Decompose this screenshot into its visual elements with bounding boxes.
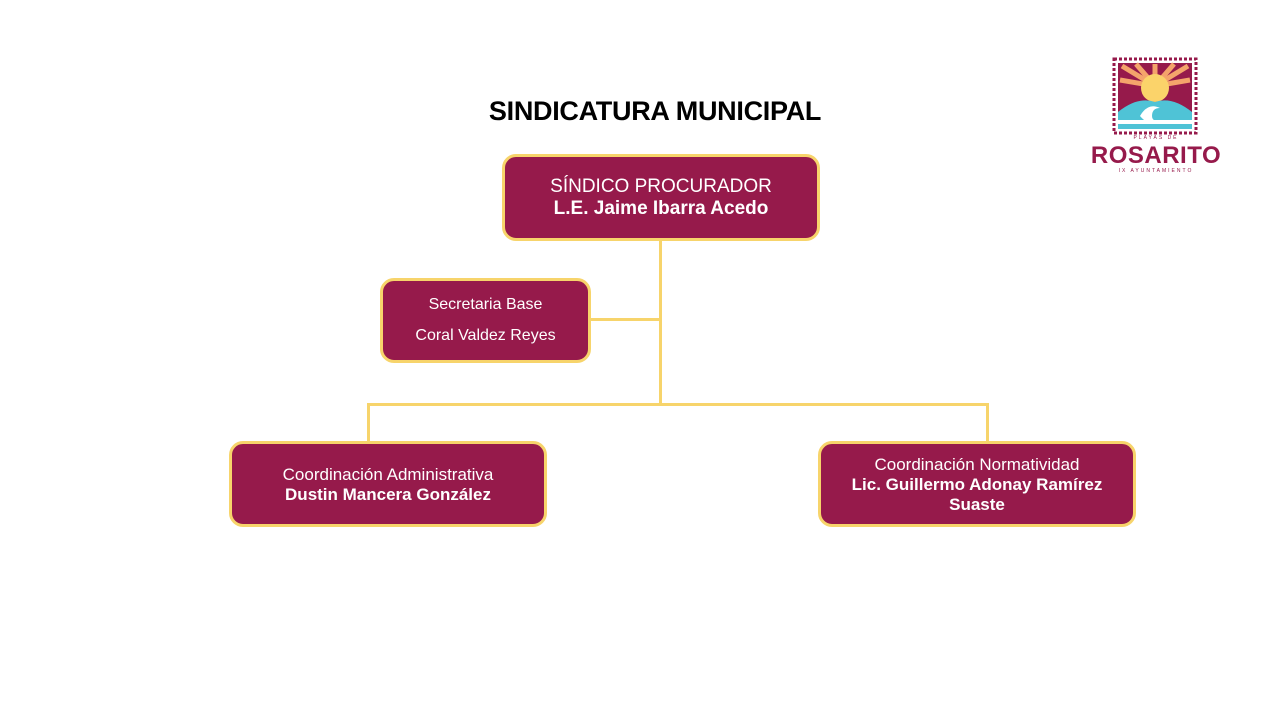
node-role: Coordinación Administrativa	[282, 464, 494, 484]
node-name: Dustin Mancera González	[285, 484, 491, 504]
logo-subtitle-top: PLAYAS DE	[1133, 135, 1179, 141]
connector-right-drop	[986, 403, 989, 444]
page-title: SINDICATURA MUNICIPAL	[488, 96, 822, 126]
node-name: L.E. Jaime Ibarra Acedo	[553, 197, 769, 219]
logo-subtitle-bottom: IX AYUNTAMIENTO	[1118, 168, 1194, 174]
node-role: Secretaria Base	[428, 296, 543, 313]
rosarito-logo	[1112, 57, 1198, 135]
connector-assistant	[588, 318, 662, 321]
node-name: Coral Valdez Reyes	[415, 327, 556, 344]
connector-horizontal	[367, 403, 989, 406]
connector-left-drop	[367, 403, 370, 444]
logo-name: ROSARITO	[1090, 142, 1222, 169]
node-coordinacion-normatividad: Coordinación Normatividad Lic. Guillermo…	[818, 441, 1136, 527]
node-role: SÍNDICO PROCURADOR	[550, 175, 772, 197]
node-secretaria-base: Secretaria Base Coral Valdez Reyes	[380, 278, 591, 363]
connector-trunk	[659, 238, 662, 406]
node-coordinacion-administrativa: Coordinación Administrativa Dustin Mance…	[229, 441, 547, 527]
node-sindico-procurador: SÍNDICO PROCURADOR L.E. Jaime Ibarra Ace…	[502, 154, 820, 241]
node-role: Coordinación Normatividad	[874, 454, 1080, 474]
node-name: Lic. Guillermo Adonay Ramírez Suaste	[851, 474, 1103, 514]
